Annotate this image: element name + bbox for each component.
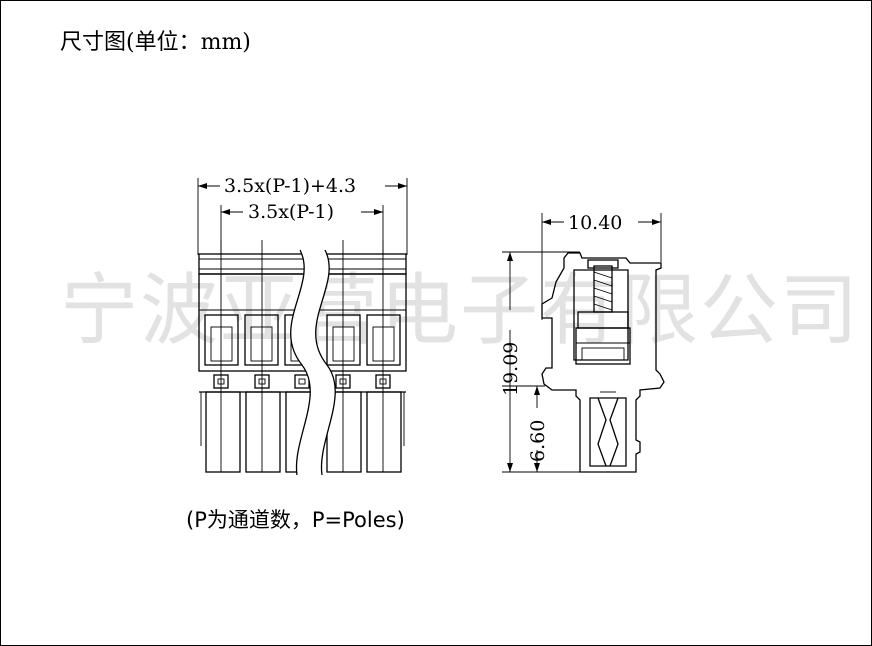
front-view xyxy=(197,178,408,476)
poles-note: (P为通道数，P=Poles) xyxy=(186,508,405,532)
dim-side-height: 19.09 xyxy=(500,342,522,396)
dim-side-width: 10.40 xyxy=(568,212,622,234)
dim-overall-width: 3.5x(P-1)+4.3 xyxy=(224,175,356,197)
drawing-title: 尺寸图(单位：mm) xyxy=(60,30,251,55)
dim-pitch-width: 3.5x(P-1) xyxy=(248,201,334,223)
front-center-lines xyxy=(220,240,384,472)
front-cavities xyxy=(204,314,401,366)
dim-side-lower: 6.60 xyxy=(527,420,549,462)
front-windows xyxy=(213,374,391,389)
side-view xyxy=(502,213,665,473)
